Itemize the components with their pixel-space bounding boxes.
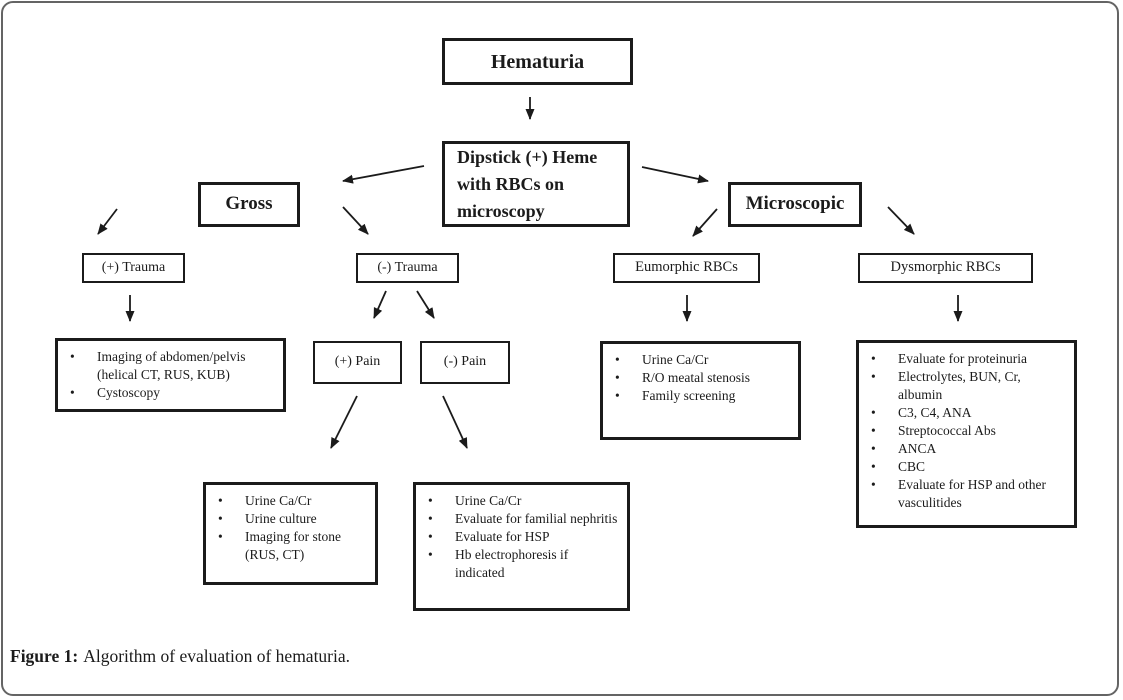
list-item: • Urine Ca/Cr — [615, 351, 792, 369]
bullet-icon: • — [871, 459, 876, 474]
list-item-text: R/O meatal stenosis — [642, 370, 750, 385]
arrow-gross-to-trauma-neg — [342, 206, 369, 235]
bullet-icon: • — [70, 349, 75, 364]
bullet-icon: • — [218, 493, 223, 508]
list-item: • Hb electrophoresis if indicated — [428, 546, 621, 582]
arrow-pain-pos-to-workup — [330, 395, 358, 449]
list-item-text: Hb electrophoresis if indicated — [455, 547, 569, 580]
node-dipstick-heme: Dipstick (+) Heme with RBCs on microscop… — [442, 141, 630, 227]
bullet-icon: • — [218, 511, 223, 526]
workup-list-pain-positive: • Urine Ca/Cr • Urine culture • Imaging … — [203, 482, 378, 585]
list-item: • Imaging of abdomen/pelvis (helical CT,… — [70, 348, 277, 384]
bullet-icon: • — [615, 352, 620, 367]
list-item: • Evaluate for proteinuria — [871, 350, 1068, 368]
bullet-icon: • — [871, 405, 876, 420]
node-microscopic: Microscopic — [728, 182, 862, 227]
node-pain-positive: (+) Pain — [313, 341, 402, 384]
bullet-icon: • — [70, 385, 75, 400]
list-item-text: Evaluate for HSP and other vasculitides — [898, 477, 1046, 510]
bullet-icon: • — [871, 423, 876, 438]
list-item: • Urine culture — [218, 510, 369, 528]
workup-list-eumorphic: • Urine Ca/Cr • R/O meatal stenosis • Fa… — [600, 341, 801, 440]
node-eumorphic-rbcs: Eumorphic RBCs — [613, 253, 760, 283]
list-item-text: Streptococcal Abs — [898, 423, 996, 438]
list-item-text: Urine Ca/Cr — [642, 352, 709, 367]
list-item-text: Urine culture — [245, 511, 317, 526]
list-item: • Imaging for stone (RUS, CT) — [218, 528, 369, 564]
bullet-icon: • — [615, 370, 620, 385]
list-item: • Family screening — [615, 387, 792, 405]
list-item-text: CBC — [898, 459, 926, 474]
list-item-text: Family screening — [642, 388, 736, 403]
list-item-text: Cystoscopy — [97, 385, 161, 400]
workup-list-pain-negative: • Urine Ca/Cr • Evaluate for familial ne… — [413, 482, 630, 611]
list-item: • Urine Ca/Cr — [428, 492, 621, 510]
bullet-list: • Urine Ca/Cr • Evaluate for familial ne… — [416, 485, 627, 582]
arrow-gross-to-trauma-pos — [97, 208, 118, 235]
list-item: • Evaluate for familial nephritis — [428, 510, 621, 528]
node-hematuria: Hematuria — [442, 38, 633, 85]
node-dysmorphic-rbcs: Dysmorphic RBCs — [858, 253, 1033, 283]
list-item-text: Urine Ca/Cr — [245, 493, 312, 508]
bullet-icon: • — [428, 529, 433, 544]
list-item: • Cystoscopy — [70, 384, 277, 402]
figure-caption-text: Algorithm of evaluation of hematuria. — [83, 646, 351, 666]
figure-caption: Figure 1:Algorithm of evaluation of hema… — [10, 646, 350, 667]
arrow-trauma-neg-to-pain-pos — [373, 290, 387, 319]
bullet-icon: • — [428, 511, 433, 526]
list-item-text: Electrolytes, BUN, Cr, albumin — [898, 369, 1021, 402]
list-item: • Evaluate for HSP and other vasculitide… — [871, 476, 1068, 512]
list-item-text: Imaging for stone (RUS, CT) — [245, 529, 341, 562]
workup-list-trauma-positive: • Imaging of abdomen/pelvis (helical CT,… — [55, 338, 286, 412]
list-item-text: Evaluate for HSP — [455, 529, 550, 544]
arrow-microscopic-to-dysmorphic — [887, 206, 915, 235]
bullet-icon: • — [428, 493, 433, 508]
list-item-text: Imaging of abdomen/pelvis (helical CT, R… — [97, 349, 246, 382]
list-item-text: Urine Ca/Cr — [455, 493, 522, 508]
node-pain-negative: (-) Pain — [420, 341, 510, 384]
bullet-icon: • — [871, 369, 876, 384]
arrow-dipstick-to-gross — [342, 165, 425, 184]
bullet-icon: • — [871, 441, 876, 456]
list-item-text: Evaluate for proteinuria — [898, 351, 1027, 366]
list-item-text: C3, C4, ANA — [898, 405, 972, 420]
bullet-icon: • — [218, 529, 223, 544]
arrow-dipstick-to-microscopic — [641, 166, 709, 184]
list-item: • C3, C4, ANA — [871, 404, 1068, 422]
list-item: • CBC — [871, 458, 1068, 476]
node-trauma-positive: (+) Trauma — [82, 253, 185, 283]
list-item-text: Evaluate for familial nephritis — [455, 511, 618, 526]
bullet-icon: • — [871, 477, 876, 492]
bullet-list: • Urine Ca/Cr • R/O meatal stenosis • Fa… — [603, 344, 798, 405]
list-item: • Electrolytes, BUN, Cr, albumin — [871, 368, 1068, 404]
bullet-icon: • — [428, 547, 433, 562]
list-item: • Streptococcal Abs — [871, 422, 1068, 440]
bullet-icon: • — [615, 388, 620, 403]
workup-list-dysmorphic: • Evaluate for proteinuria • Electrolyte… — [856, 340, 1077, 528]
bullet-icon: • — [871, 351, 876, 366]
bullet-list: • Imaging of abdomen/pelvis (helical CT,… — [58, 341, 283, 402]
bullet-list: • Evaluate for proteinuria • Electrolyte… — [859, 343, 1074, 512]
figure-caption-label: Figure 1: — [10, 646, 79, 666]
bullet-list: • Urine Ca/Cr • Urine culture • Imaging … — [206, 485, 375, 564]
list-item: • ANCA — [871, 440, 1068, 458]
node-trauma-negative: (-) Trauma — [356, 253, 459, 283]
list-item-text: ANCA — [898, 441, 937, 456]
arrow-trauma-neg-to-pain-neg — [416, 290, 435, 319]
node-gross: Gross — [198, 182, 300, 227]
arrow-pain-neg-to-workup — [442, 395, 468, 449]
arrow-microscopic-to-eumorphic — [692, 208, 718, 237]
list-item: • R/O meatal stenosis — [615, 369, 792, 387]
list-item: • Urine Ca/Cr — [218, 492, 369, 510]
list-item: • Evaluate for HSP — [428, 528, 621, 546]
